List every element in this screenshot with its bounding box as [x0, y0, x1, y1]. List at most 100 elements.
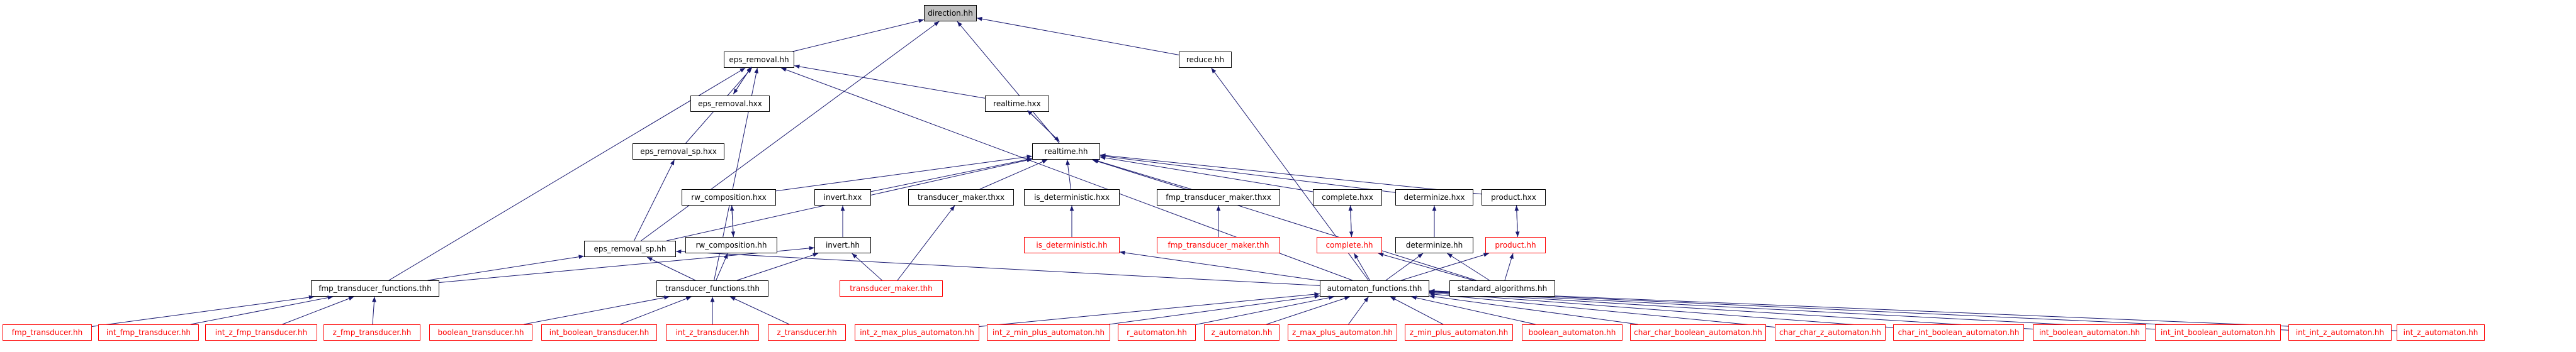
arrowhead-automaton_functions_thh — [1390, 297, 1396, 301]
node-z-automaton-hh[interactable]: z_automaton.hh — [1204, 324, 1280, 341]
node-eps-removal-sp-hh[interactable]: eps_removal_sp.hh — [584, 241, 676, 257]
edge-char_char_z_automaton_hh-to-automaton_functions_thh — [1429, 293, 1775, 327]
edge-realtime_hh-to-direction_hh — [957, 21, 1060, 144]
node-char-char-boolean-automaton-hh[interactable]: char_char_boolean_automaton.hh — [1630, 324, 1766, 341]
node-boolean-automaton-hh[interactable]: boolean_automaton.hh — [1522, 324, 1623, 341]
arrowhead-direction_hh — [977, 16, 982, 21]
node-fmp-transducer-maker-thxx[interactable]: fmp_transducer_maker.thxx — [1157, 189, 1280, 206]
arrowhead-transducer_functions_thh — [663, 295, 670, 300]
arrowhead-transducer_functions_thh — [729, 297, 736, 301]
node-int-z-automaton-hh[interactable]: int_z_automaton.hh — [2397, 324, 2485, 341]
node-label: eps_removal_sp.hxx — [640, 147, 717, 156]
node-eps-removal-hxx[interactable]: eps_removal.hxx — [690, 96, 770, 112]
node-realtime-hh[interactable]: realtime.hh — [1032, 143, 1100, 160]
node-label: product.hxx — [1491, 193, 1536, 202]
node-int-boolean-transducer-hh[interactable]: int_boolean_transducer.hh — [541, 324, 657, 341]
arrowhead-eps_removal_hh — [754, 68, 758, 74]
node-z-min-plus-automaton-hh[interactable]: z_min_plus_automaton.hh — [1405, 324, 1513, 341]
node-standard-algorithms-hh[interactable]: standard_algorithms.hh — [1449, 280, 1555, 297]
node-int-z-min-plus-automaton-hh[interactable]: int_z_min_plus_automaton.hh — [987, 324, 1110, 341]
node-determinize-hh[interactable]: determinize.hh — [1395, 237, 1473, 253]
arrowhead-realtime_hxx — [1027, 110, 1033, 116]
arrowhead-eps_removal_hxx — [733, 88, 738, 94]
arrowhead-rw_composition_hh — [723, 253, 728, 259]
node-complete-hxx[interactable]: complete.hxx — [1313, 189, 1382, 206]
node-z-max-plus-automaton-hh[interactable]: z_max_plus_automaton.hh — [1288, 324, 1397, 341]
edge-complete_hxx-to-realtime_hh — [1100, 157, 1313, 192]
node-is-deterministic-hh[interactable]: is_deterministic.hh — [1024, 237, 1120, 253]
arrowhead-automaton_functions_thh — [1344, 296, 1350, 300]
node-label: fmp_transducer_maker.thh — [1167, 241, 1269, 250]
edge-r_automaton_hh-to-automaton_functions_thh — [1195, 296, 1334, 325]
edge-z_max_plus_automaton_hh-to-automaton_functions_thh — [1348, 296, 1369, 325]
node-transducer-functions-thh[interactable]: transducer_functions.thh — [656, 280, 768, 297]
node-label: int_z_transducer.hh — [675, 328, 750, 337]
node-int-z-max-plus-automaton-hh[interactable]: int_z_max_plus_automaton.hh — [855, 324, 979, 341]
arrowhead-eps_removal_hh — [794, 64, 800, 69]
node-eps-removal-hh[interactable]: eps_removal.hh — [724, 52, 794, 68]
node-int-z-fmp-transducer-hh[interactable]: int_z_fmp_transducer.hh — [205, 324, 317, 341]
node-direction-hh[interactable]: direction.hh — [924, 5, 977, 21]
node-transducer-maker-thxx[interactable]: transducer_maker.thxx — [908, 189, 1014, 206]
node-fmp-transducer-hh[interactable]: fmp_transducer.hh — [3, 324, 92, 341]
node-label: int_z_automaton.hh — [2403, 328, 2478, 337]
node-transducer-maker-thh[interactable]: transducer_maker.thh — [840, 280, 943, 297]
node-reduce-hh[interactable]: reduce.hh — [1179, 52, 1232, 68]
node-r-automaton-hh[interactable]: r_automaton.hh — [1118, 324, 1196, 341]
node-label: r_automaton.hh — [1127, 328, 1187, 337]
node-product-hh[interactable]: product.hh — [1485, 237, 1546, 253]
node-fmp-transducer-functions-thh[interactable]: fmp_transducer_functions.thh — [311, 280, 439, 297]
arrowhead-product_hh — [1509, 253, 1514, 259]
node-label: z_fmp_transducer.hh — [332, 328, 412, 337]
node-int-int-boolean-automaton-hh[interactable]: int_int_boolean_automaton.hh — [2155, 324, 2281, 341]
node-label: automaton_functions.thh — [1327, 284, 1422, 293]
node-label: z_transducer.hh — [777, 328, 837, 337]
node-rw-composition-hh[interactable]: rw_composition.hh — [685, 237, 777, 253]
edge-transducer_functions_thh-to-eps_removal_sp_hh — [646, 256, 696, 281]
arrowhead-realtime_hh — [1066, 160, 1070, 165]
node-label: complete.hh — [1325, 241, 1373, 250]
node-char-int-boolean-automaton-hh[interactable]: char_int_boolean_automaton.hh — [1893, 324, 2024, 341]
node-int-fmp-transducer-hh[interactable]: int_fmp_transducer.hh — [98, 324, 199, 341]
edge-eps_removal_sp_hh-to-eps_removal_sp_hxx — [634, 159, 675, 241]
arrowhead-realtime_hh — [1026, 158, 1032, 163]
node-rw-composition-hxx[interactable]: rw_composition.hxx — [682, 189, 776, 206]
node-char-char-z-automaton-hh[interactable]: char_char_z_automaton.hh — [1775, 324, 1886, 341]
node-automaton-functions-thh[interactable]: automaton_functions.thh — [1320, 280, 1429, 297]
node-label: complete.hxx — [1322, 193, 1373, 202]
node-label: eps_removal.hxx — [698, 99, 762, 108]
node-is-deterministic-hxx[interactable]: is_deterministic.hxx — [1024, 189, 1120, 206]
edge-automaton_functions_thh-to-eps_removal_sp_hh — [675, 251, 1320, 286]
node-label: rw_composition.hxx — [691, 193, 767, 202]
node-complete-hh[interactable]: complete.hh — [1317, 237, 1382, 253]
node-label: int_boolean_automaton.hh — [2039, 328, 2140, 337]
node-label: z_min_plus_automaton.hh — [1409, 328, 1509, 337]
node-invert-hxx[interactable]: invert.hxx — [814, 189, 871, 206]
node-label: int_z_fmp_transducer.hh — [215, 328, 308, 337]
arrowhead-is_deterministic_hh — [1120, 250, 1125, 255]
node-int-int-z-automaton-hh[interactable]: int_int_z_automaton.hh — [2288, 324, 2392, 341]
edge-automaton_functions_thh-to-is_deterministic_hh — [1119, 251, 1320, 282]
node-realtime-hxx[interactable]: realtime.hxx — [985, 96, 1049, 112]
node-z-fmp-transducer-hh[interactable]: z_fmp_transducer.hh — [323, 324, 420, 341]
node-label: standard_algorithms.hh — [1457, 284, 1548, 293]
arrowhead-eps_removal_hh — [780, 67, 787, 72]
node-fmp-transducer-maker-thh[interactable]: fmp_transducer_maker.thh — [1157, 237, 1280, 253]
node-label: transducer_maker.thxx — [917, 193, 1005, 202]
node-label: invert.hh — [825, 241, 860, 250]
node-eps-removal-sp-hxx[interactable]: eps_removal_sp.hxx — [633, 143, 724, 160]
arrowhead-eps_removal_sp_hh — [676, 249, 682, 254]
node-product-hxx[interactable]: product.hxx — [1482, 189, 1546, 206]
node-z-transducer-hh[interactable]: z_transducer.hh — [768, 324, 846, 341]
node-int-boolean-automaton-hh[interactable]: int_boolean_automaton.hh — [2033, 324, 2146, 341]
node-invert-hh[interactable]: invert.hh — [814, 237, 871, 253]
node-boolean-transducer-hh[interactable]: boolean_transducer.hh — [429, 324, 532, 341]
node-determinize-hxx[interactable]: determinize.hxx — [1395, 189, 1473, 206]
node-label: int_fmp_transducer.hh — [106, 328, 191, 337]
arrowhead-determinize_hh — [1447, 253, 1453, 258]
node-int-z-transducer-hh[interactable]: int_z_transducer.hh — [666, 324, 759, 341]
arrowhead-product_hh — [1515, 231, 1520, 237]
node-label: determinize.hxx — [1403, 193, 1465, 202]
arrowhead-invert_hxx — [840, 206, 845, 211]
node-label: char_int_boolean_automaton.hh — [1898, 328, 2020, 337]
